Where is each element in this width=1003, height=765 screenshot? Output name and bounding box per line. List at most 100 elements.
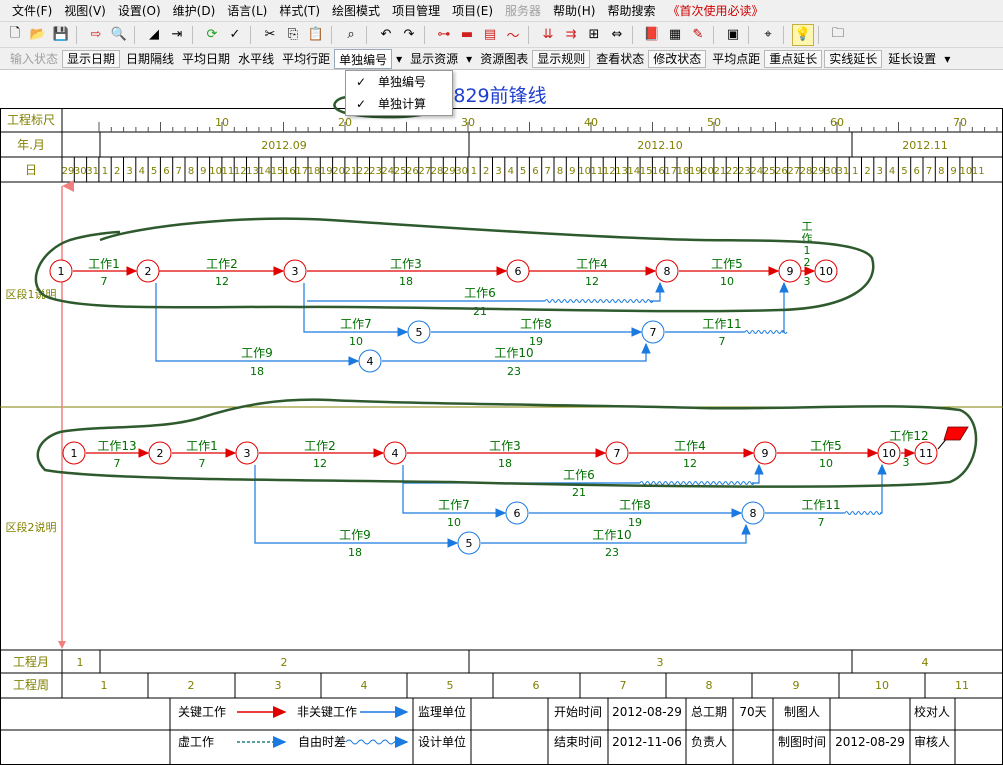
menu-item-2[interactable]: 设置(O)	[117, 4, 161, 18]
avg-date-button[interactable]: 平均日期	[182, 51, 231, 66]
network-node[interactable]	[605, 441, 629, 465]
paste-icon[interactable]: 📋	[307, 27, 325, 42]
bar-chart-icon[interactable]: ▬	[460, 27, 474, 42]
view-state-button[interactable]: 查看状态	[596, 51, 645, 66]
edit-icon[interactable]: ✎	[692, 27, 704, 42]
dropdown-item-single-calc[interactable]: ✓单独计算	[346, 93, 452, 115]
menu-item-5[interactable]: 样式(T)	[279, 4, 321, 18]
show-date-button[interactable]: 显示日期	[62, 49, 121, 68]
network-node[interactable]	[407, 320, 431, 344]
horizontal-line-button[interactable]: 水平线	[238, 51, 275, 66]
network-node[interactable]	[741, 501, 765, 525]
network-node[interactable]	[148, 441, 172, 465]
task-arrow[interactable]	[303, 283, 409, 337]
redo-icon[interactable]: ↷	[403, 27, 415, 42]
network-node[interactable]	[641, 320, 665, 344]
task-arrow[interactable]	[155, 283, 360, 366]
new-file-icon[interactable]: 🗋	[9, 25, 21, 41]
menu-item-6[interactable]: 绘图模式	[332, 4, 381, 18]
table-icon[interactable]: ▤	[483, 27, 497, 42]
avg-point-distance-button[interactable]: 平均点距	[712, 51, 761, 66]
date-gridline-button[interactable]: 日期隔线	[126, 51, 175, 66]
network-node[interactable]	[914, 441, 938, 465]
menu-item-9[interactable]: 服务器	[505, 4, 542, 18]
task-arrow[interactable]	[481, 523, 751, 544]
menu-item-0[interactable]: 文件(F)	[12, 4, 53, 18]
legend-designer-label: 设计单位	[418, 734, 466, 749]
show-resource-button[interactable]: 显示资源	[410, 51, 459, 66]
avg-row-spacing-button[interactable]: 平均行距	[282, 51, 331, 66]
input-state-button[interactable]: 输入状态	[10, 51, 59, 66]
menu-item-10[interactable]: 帮助(H)	[553, 4, 596, 18]
curve-icon[interactable]: 〜	[506, 29, 520, 44]
task-arrow[interactable]	[752, 463, 764, 484]
network-node[interactable]	[778, 259, 802, 283]
network-node[interactable]	[136, 259, 160, 283]
layout-icon[interactable]: ⊞	[588, 27, 600, 42]
single-number-dropdown-arrow[interactable]: ▾	[396, 51, 403, 66]
network-icon[interactable]: ⊶	[437, 27, 451, 42]
task-arrow[interactable]	[382, 342, 651, 362]
day-label: 8	[938, 166, 944, 177]
crosshair-icon[interactable]: ⌖	[764, 27, 772, 42]
key-extension-button[interactable]: 重点延长	[764, 49, 823, 68]
dropdown-item-single-number[interactable]: ✓单独编号	[346, 71, 452, 93]
copy-icon[interactable]: ⎘	[287, 27, 299, 42]
undo-icon[interactable]: ↶	[380, 27, 392, 42]
cut-icon[interactable]: ✂	[264, 27, 276, 42]
show-resource-dropdown-arrow[interactable]: ▾	[466, 51, 473, 66]
open-folder-icon[interactable]: 📂	[29, 27, 47, 42]
check-icon[interactable]: ✓	[229, 27, 241, 42]
book-icon[interactable]: 📕	[643, 27, 661, 42]
indent-icon[interactable]: ⇥	[171, 27, 183, 42]
export-icon[interactable]: ⇨	[90, 27, 102, 42]
spacing-icon[interactable]: ⇔	[611, 27, 623, 42]
print-preview-icon[interactable]: 🔍	[110, 27, 128, 42]
network-node[interactable]	[49, 259, 73, 283]
task-arrow[interactable]	[779, 281, 789, 333]
network-node[interactable]	[383, 441, 407, 465]
extension-settings-dropdown-arrow[interactable]: ▾	[944, 51, 951, 66]
menu-item-8[interactable]: 项目(E)	[452, 4, 494, 18]
lightbulb-icon[interactable]: 💡	[792, 23, 814, 46]
modify-state-button[interactable]: 修改状态	[648, 49, 707, 68]
distribute-icon[interactable]: ⇉	[565, 27, 577, 42]
align-icon[interactable]: ⇊	[542, 27, 554, 42]
scale-tick-label: 60	[830, 116, 844, 129]
monitor-icon[interactable]: ▣	[726, 27, 740, 42]
network-node[interactable]	[62, 441, 86, 465]
draw-line-icon[interactable]: ◢	[149, 27, 159, 42]
network-node[interactable]	[814, 259, 838, 283]
network-node[interactable]	[506, 259, 530, 283]
network-node[interactable]	[283, 259, 307, 283]
network-node[interactable]	[358, 349, 382, 373]
calendar-icon[interactable]: ▦	[668, 27, 682, 42]
menu-item-4[interactable]: 语言(L)	[227, 4, 268, 18]
resource-chart-button[interactable]: 资源图表	[480, 51, 529, 66]
task-arrow[interactable]	[650, 281, 665, 302]
single-number-dropdown-menu: ✓单独编号 ✓单独计算	[345, 70, 453, 116]
menu-item-12[interactable]: 《首次使用必读》	[667, 4, 764, 18]
network-node[interactable]	[655, 259, 679, 283]
menu-item-7[interactable]: 项目管理	[392, 4, 441, 18]
menu-item-3[interactable]: 维护(D)	[172, 4, 216, 18]
single-number-button[interactable]: 单独编号	[334, 48, 393, 69]
show-rules-button[interactable]: 显示规则	[532, 49, 591, 68]
network-node[interactable]	[505, 501, 529, 525]
task-arrow[interactable]	[254, 465, 459, 548]
network-node[interactable]	[753, 441, 777, 465]
task-arrow[interactable]	[877, 463, 887, 514]
network-node[interactable]	[235, 441, 259, 465]
menu-item-11[interactable]: 帮助搜索	[607, 4, 656, 18]
save-icon[interactable]: 💾	[52, 27, 70, 42]
folder-lock-icon[interactable]: 🗀	[831, 25, 845, 41]
find-icon[interactable]: ⌕	[347, 27, 355, 42]
finish-flag-icon	[943, 426, 969, 441]
network-node[interactable]	[877, 441, 901, 465]
network-node[interactable]	[457, 531, 481, 555]
menu-item-1[interactable]: 视图(V)	[64, 4, 106, 18]
extension-settings-button[interactable]: 延长设置	[888, 51, 937, 66]
solid-extension-button[interactable]: 实线延长	[824, 49, 883, 68]
refresh-icon[interactable]: ⟳	[206, 27, 218, 42]
